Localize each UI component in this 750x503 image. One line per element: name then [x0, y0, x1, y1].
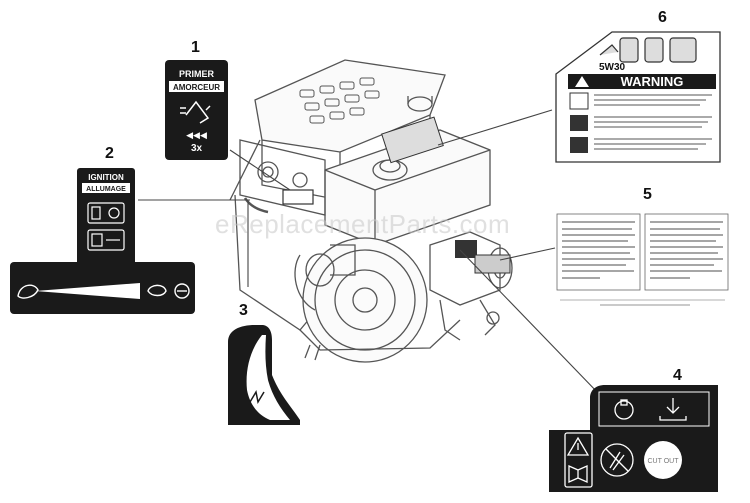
primer-count: 3x [191, 143, 203, 154]
primer-bulb-icon [180, 100, 211, 124]
cutout-label: CUT OUT [648, 458, 680, 465]
callout-3: 3 [239, 302, 248, 319]
ignition-title: IGNITION [88, 173, 124, 182]
primer-arrows-icon: ◀◀◀ [186, 130, 207, 140]
fine-print-right [650, 221, 723, 279]
fuel-shutoff-icon [614, 398, 687, 421]
callout-5: 5 [643, 186, 652, 203]
throttle-scale-icon [17, 283, 190, 299]
decal-warning: 5W30 WARNING [555, 31, 721, 163]
decal-ignition: IGNITION ALLUMAGE [10, 168, 195, 314]
choke-lever-icon [249, 389, 265, 405]
callout-1: 1 [191, 39, 200, 56]
fine-print-left [562, 221, 635, 279]
ignition-switch-icons [87, 202, 125, 251]
primer-subtitle: AMORCEUR [173, 83, 220, 92]
no-tamper-icon [600, 443, 634, 477]
leader-lines [138, 109, 601, 396]
warning-title: WARNING [621, 74, 684, 89]
decal-primer: PRIMER AMORCEUR ◀◀◀ 3x [165, 60, 228, 160]
decal-text-labels [556, 213, 729, 306]
warning-triangle-icon [575, 76, 589, 87]
warning-manual-icon [564, 432, 593, 488]
decal-choke [228, 325, 300, 425]
watermark: eReplacementParts.com [215, 209, 510, 239]
decal-cutout: CUT OUT [549, 385, 718, 492]
engine-decal-spot-6 [381, 116, 444, 164]
oil-grade: 5W30 [599, 62, 626, 73]
engine-decal-spot-1 [282, 189, 314, 205]
warning-fine-print [569, 92, 712, 153]
oil-fill-icons [599, 37, 697, 63]
ignition-subtitle: ALLUMAGE [86, 186, 126, 193]
engine-decal-spot-4 [455, 240, 477, 258]
callout-4: 4 [673, 367, 682, 384]
engine-illustration [229, 59, 513, 363]
callout-2: 2 [105, 145, 114, 162]
callout-6: 6 [658, 9, 667, 26]
primer-title: PRIMER [179, 69, 215, 79]
